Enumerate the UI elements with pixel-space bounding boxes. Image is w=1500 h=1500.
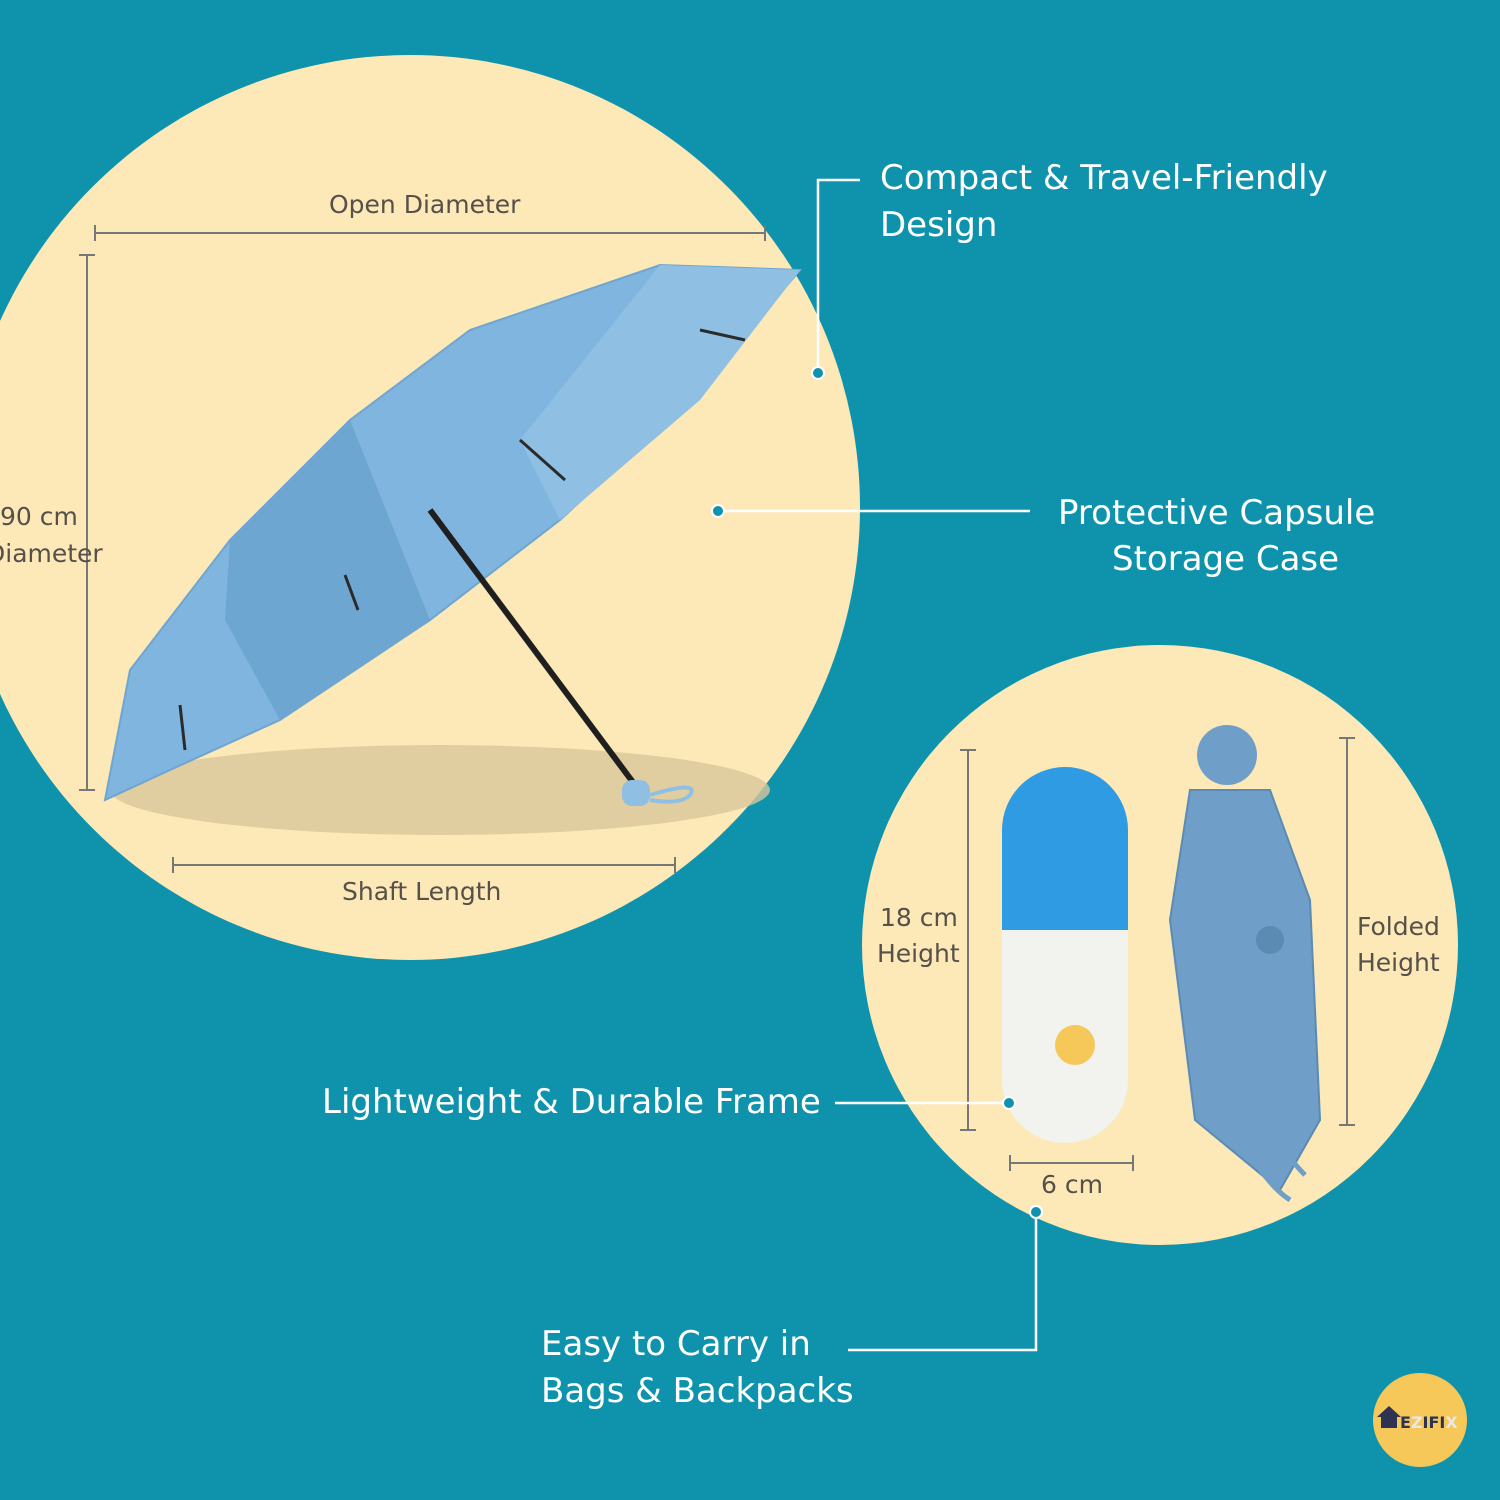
- capsule-height-label: Height: [877, 939, 960, 968]
- feature-compact-line2: Design: [880, 205, 998, 245]
- feature-frame: Lightweight & Durable Frame: [322, 1082, 821, 1122]
- folded-height-line1: Folded: [1357, 912, 1440, 941]
- capsule-width-label: 6 cm: [1041, 1170, 1103, 1199]
- feature-compact-line1: Compact & Travel-Friendly: [880, 158, 1328, 198]
- folded-umbrella-knob: [1197, 725, 1257, 785]
- umbrella-shaft: [427, 508, 638, 787]
- umbrella-handle: [622, 780, 650, 806]
- umbrella-folded-circle: [862, 645, 1458, 1245]
- callout-dots: [711, 366, 1043, 1219]
- folded-height-line2: Height: [1357, 948, 1440, 977]
- feature-capsule-line1: Protective Capsule: [1058, 493, 1376, 533]
- umbrella-shadow: [110, 745, 770, 835]
- feature-carry-line2: Bags & Backpacks: [541, 1371, 854, 1411]
- diameter-label: Diameter: [0, 539, 103, 568]
- feature-capsule-line2: Storage Case: [1112, 539, 1340, 579]
- capsule-top: [1002, 767, 1128, 930]
- logo-circle: [1373, 1373, 1467, 1467]
- shaft-length-label: Shaft Length: [342, 877, 502, 906]
- diameter-value: 90 cm: [0, 502, 78, 531]
- capsule-logo: [1055, 1025, 1095, 1065]
- folded-umbrella: [1168, 789, 1322, 1192]
- callout-lines: [718, 178, 1038, 1352]
- open-diameter-label: Open Diameter: [329, 190, 521, 219]
- feature-carry-line1: Easy to Carry in: [541, 1324, 811, 1364]
- house-icon: [1377, 1406, 1401, 1428]
- capsule-height-value: 18 cm: [880, 903, 958, 932]
- logo-text: EZIFIX: [1400, 1413, 1458, 1432]
- dimension-lines: [79, 225, 1355, 1171]
